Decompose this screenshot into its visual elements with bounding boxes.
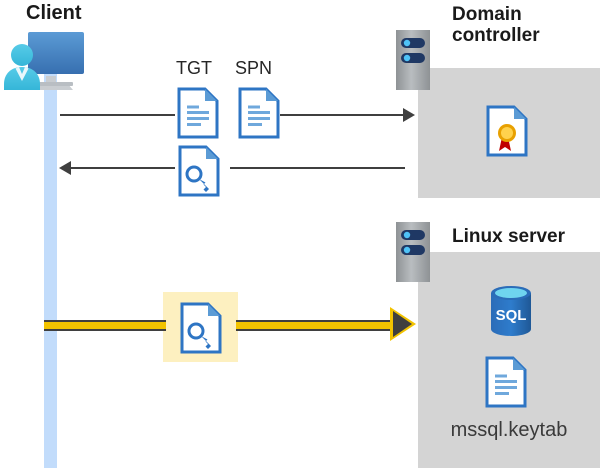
request-line-left (60, 114, 175, 116)
client-lifeline (44, 72, 57, 468)
domain-controller-title-line2: controller (452, 25, 540, 47)
server-rack-icon-linux-server (396, 222, 430, 282)
request-line-right (280, 114, 405, 116)
keytab-document-icon (485, 356, 527, 408)
sql-database-icon: SQL (487, 283, 535, 339)
document-key-icon-response (178, 145, 220, 197)
linux-server-title: Linux server (452, 226, 565, 247)
certificate-icon (486, 105, 528, 157)
keytab-filename-label: mssql.keytab (450, 419, 568, 441)
domain-controller-title-line1: Domain (452, 4, 522, 25)
request-arrowhead (403, 108, 415, 122)
response-line-left (70, 167, 175, 169)
spn-document-icon (238, 87, 280, 139)
document-key-icon-service-ticket (180, 302, 222, 354)
svg-text:SQL: SQL (496, 307, 527, 324)
response-arrowhead (59, 161, 71, 175)
service-ticket-line-right (236, 320, 396, 331)
tgt-label: TGT (176, 58, 212, 78)
domain-controller-title: Domain controller (452, 4, 592, 47)
client-computer-user-icon (2, 24, 94, 96)
service-ticket-arrowhead (393, 311, 412, 337)
server-rack-icon-domain-controller (396, 30, 430, 90)
tgt-document-icon (177, 87, 219, 139)
service-ticket-line-left (44, 320, 166, 331)
response-line-right (230, 167, 405, 169)
spn-label: SPN (235, 58, 273, 78)
client-title: Client (26, 2, 82, 24)
